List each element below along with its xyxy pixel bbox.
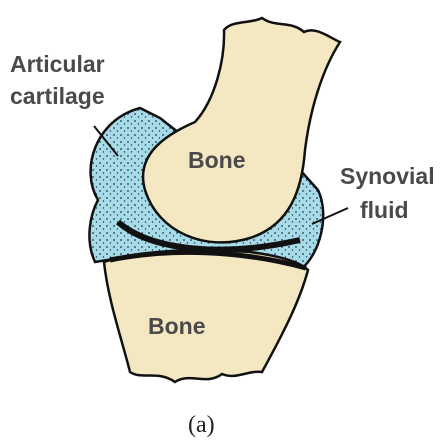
cartilage-label: cartilage (10, 83, 105, 109)
lower-bone (104, 250, 308, 382)
synovial-label: Synovial (340, 163, 435, 189)
figure-caption: (a) (188, 412, 215, 438)
lower-bone-label: Bone (148, 313, 206, 339)
articular-label: Articular (10, 51, 105, 77)
upper-bone-label: Bone (188, 147, 246, 173)
fluid-label: fluid (360, 197, 409, 223)
